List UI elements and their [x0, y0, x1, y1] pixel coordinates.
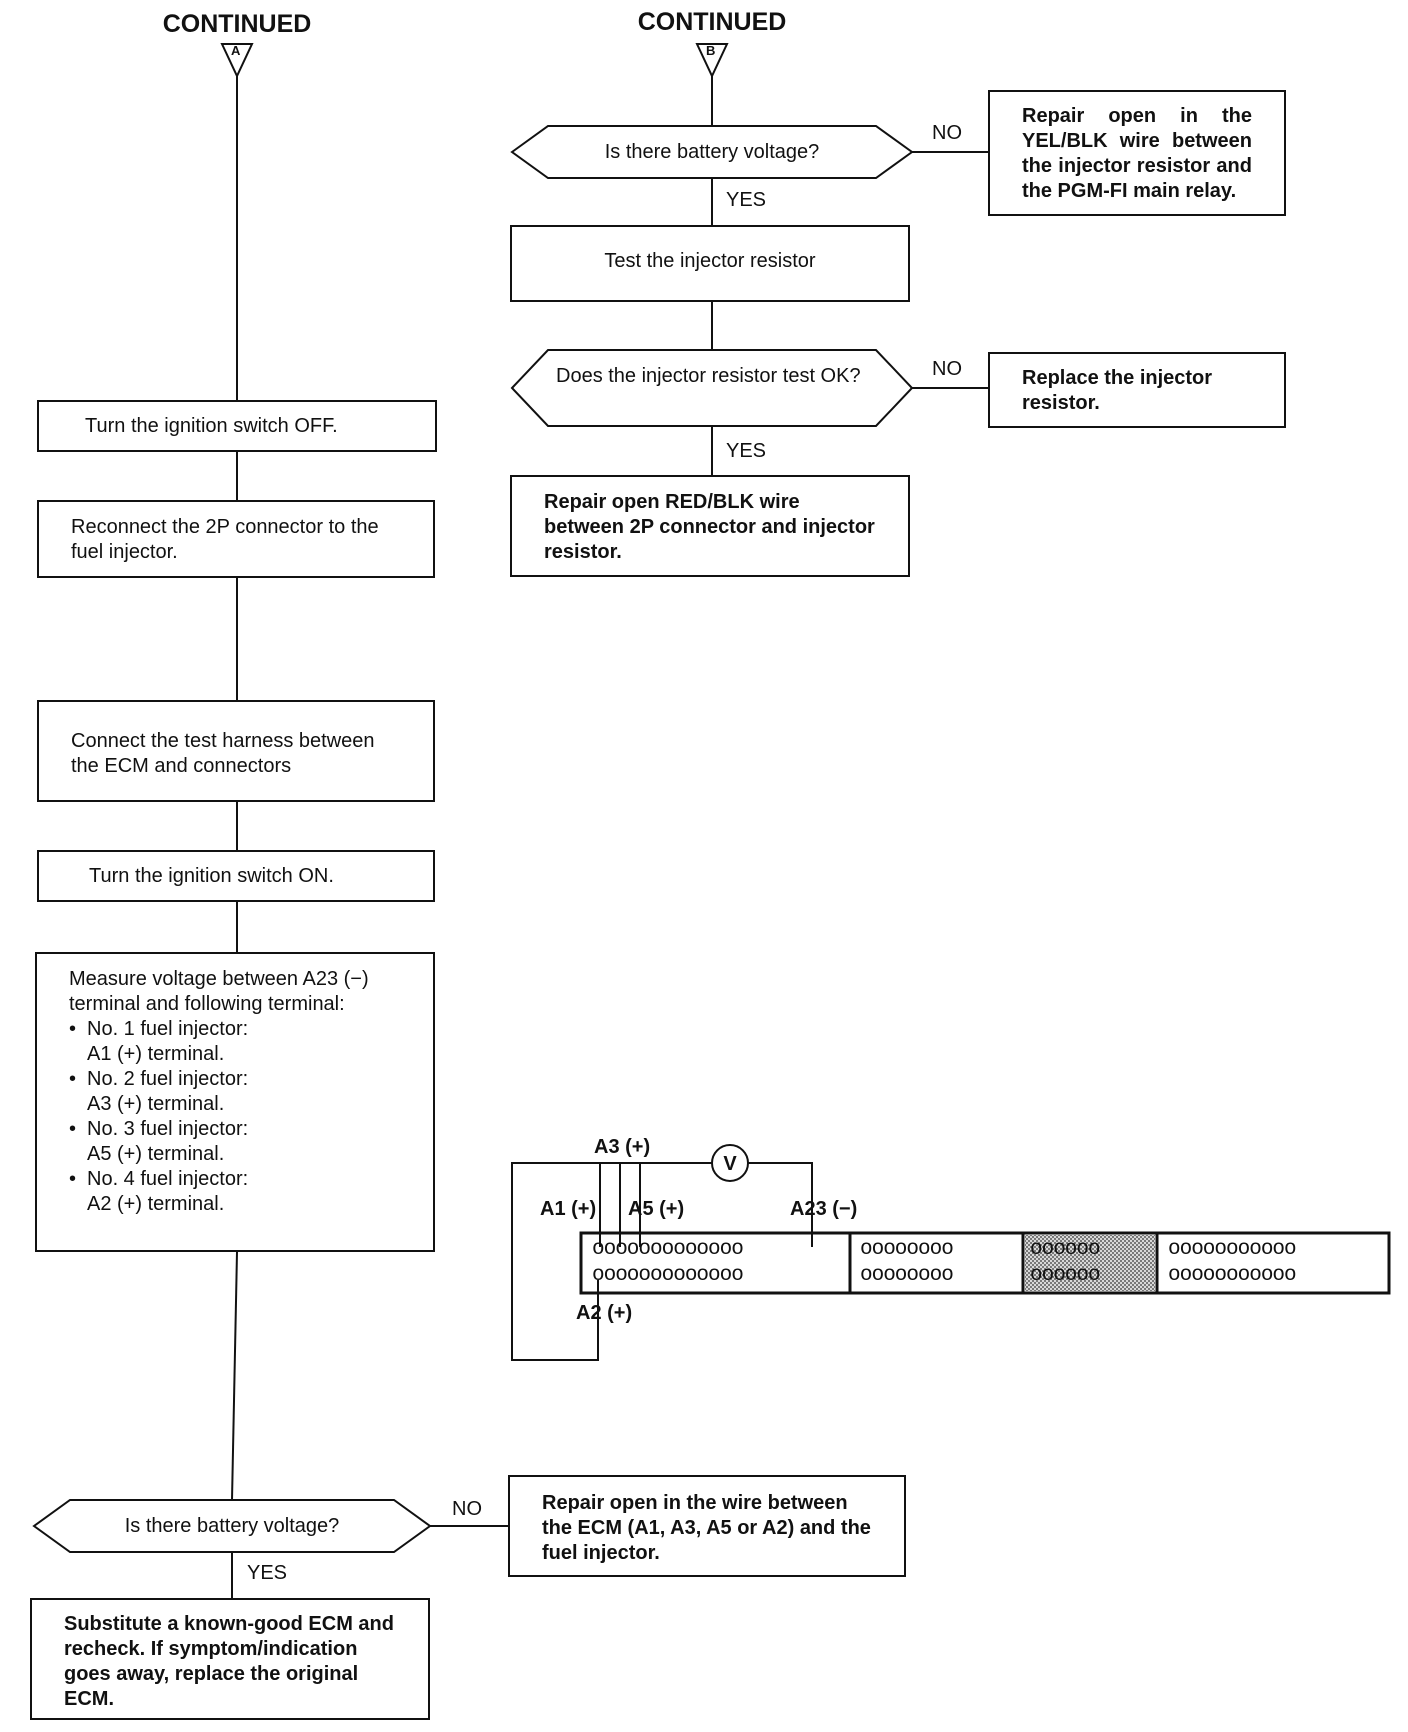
- step-connect-test-harness: Connect the test harness between the ECM…: [37, 700, 435, 802]
- right-decision1-question: Is there battery voltage?: [604, 141, 820, 163]
- left-continued-header: CONTINUED: [162, 10, 312, 38]
- right-yes2-label: YES: [726, 440, 767, 462]
- pin-row-bottom: oooooooo: [860, 1264, 954, 1287]
- right-yes1-label: YES: [726, 189, 767, 211]
- pin-row-top: oooooooo: [860, 1238, 954, 1261]
- voltmeter-circle: [711, 1144, 749, 1182]
- voltmeter-symbol: V: [723, 1153, 737, 1175]
- connector-section-4: ooooooooooo ooooooooooo: [1168, 1237, 1297, 1289]
- measure-intro: Measure voltage between A23 (−) terminal…: [69, 968, 369, 1015]
- right-no2-label: NO: [932, 358, 962, 380]
- step-measure-voltage: Measure voltage between A23 (−) terminal…: [35, 952, 435, 1252]
- label-a2: A2 (+): [576, 1302, 633, 1324]
- list-item: No. 3 fuel injector: A5 (+) terminal.: [69, 1117, 401, 1167]
- injector-name: No. 1 fuel injector:: [87, 1018, 249, 1040]
- connector-section-2: oooooooo oooooooo: [860, 1237, 954, 1289]
- ecm-connector-body: [579, 1231, 1391, 1295]
- pin-row-top: ooooooooooo: [1168, 1238, 1297, 1261]
- pin-row-top: ooooooooooooo: [592, 1238, 744, 1261]
- injector-terminal: A1 (+) terminal.: [87, 1043, 225, 1065]
- label-a1: A1 (+): [540, 1198, 597, 1220]
- injector-terminal: A3 (+) terminal.: [87, 1093, 225, 1115]
- connector-shaded-section: [1025, 1235, 1155, 1291]
- injector-name: No. 2 fuel injector:: [87, 1068, 249, 1090]
- injector-terminal: A5 (+) terminal.: [87, 1143, 225, 1165]
- marker-b-triangle: [695, 43, 729, 79]
- measure-terminal-list: No. 1 fuel injector: A1 (+) terminal. No.…: [69, 1017, 401, 1217]
- list-item: No. 1 fuel injector: A1 (+) terminal.: [69, 1017, 401, 1067]
- action-replace-injector-resistor: Replace the injector resistor.: [988, 352, 1286, 428]
- label-a5: A5 (+): [628, 1198, 685, 1220]
- left-decision-question: Is there battery voltage?: [124, 1515, 340, 1537]
- action-repair-yel-blk-wire: Repair open in the YEL/BLK wire between …: [988, 90, 1286, 216]
- list-item: No. 4 fuel injector: A2 (+) terminal.: [69, 1167, 401, 1217]
- right-continued-header: CONTINUED: [637, 8, 787, 36]
- action-substitute-ecm: Substitute a known-good ECM and recheck.…: [30, 1598, 430, 1720]
- pin-row-top: oooooo: [1030, 1238, 1101, 1261]
- injector-name: No. 3 fuel injector:: [87, 1118, 249, 1140]
- marker-a-letter: A: [231, 43, 241, 58]
- connector-section-1: ooooooooooooo ooooooooooooo: [592, 1237, 744, 1289]
- step-ignition-on: Turn the ignition switch ON.: [37, 850, 435, 902]
- connector-section-3: oooooo oooooo: [1030, 1237, 1101, 1289]
- list-item: No. 2 fuel injector: A3 (+) terminal.: [69, 1067, 401, 1117]
- step-ignition-off: Turn the ignition switch OFF.: [37, 400, 437, 452]
- step-test-injector-resistor: Test the injector resistor: [510, 225, 910, 302]
- marker-b-letter: B: [706, 43, 716, 58]
- probe-wire-a23: [748, 1162, 813, 1247]
- left-flow-line-6: [231, 1251, 238, 1501]
- pin-row-bottom: ooooooooooooo: [592, 1264, 744, 1287]
- injector-terminal: A2 (+) terminal.: [87, 1193, 225, 1215]
- label-a23: A23 (−): [790, 1198, 858, 1220]
- left-yes-label: YES: [247, 1562, 288, 1584]
- injector-name: No. 4 fuel injector:: [87, 1168, 249, 1190]
- marker-a-triangle: [220, 43, 254, 79]
- pin-row-bottom: ooooooooooo: [1168, 1264, 1297, 1287]
- step-reconnect-connector: Reconnect the 2P connector to the fuel i…: [37, 500, 435, 578]
- action-repair-ecm-wire: Repair open in the wire between the ECM …: [508, 1475, 906, 1577]
- right-no1-label: NO: [932, 122, 962, 144]
- left-no-label: NO: [452, 1498, 482, 1520]
- label-a3: A3 (+): [594, 1136, 651, 1158]
- action-repair-red-blk-wire: Repair open RED/BLK wire between 2P conn…: [510, 475, 910, 577]
- pin-row-bottom: oooooo: [1030, 1264, 1101, 1287]
- probe-wire-a1-a2: [511, 1162, 601, 1361]
- right-decision2-question: Does the injector resistor test OK?: [556, 365, 861, 387]
